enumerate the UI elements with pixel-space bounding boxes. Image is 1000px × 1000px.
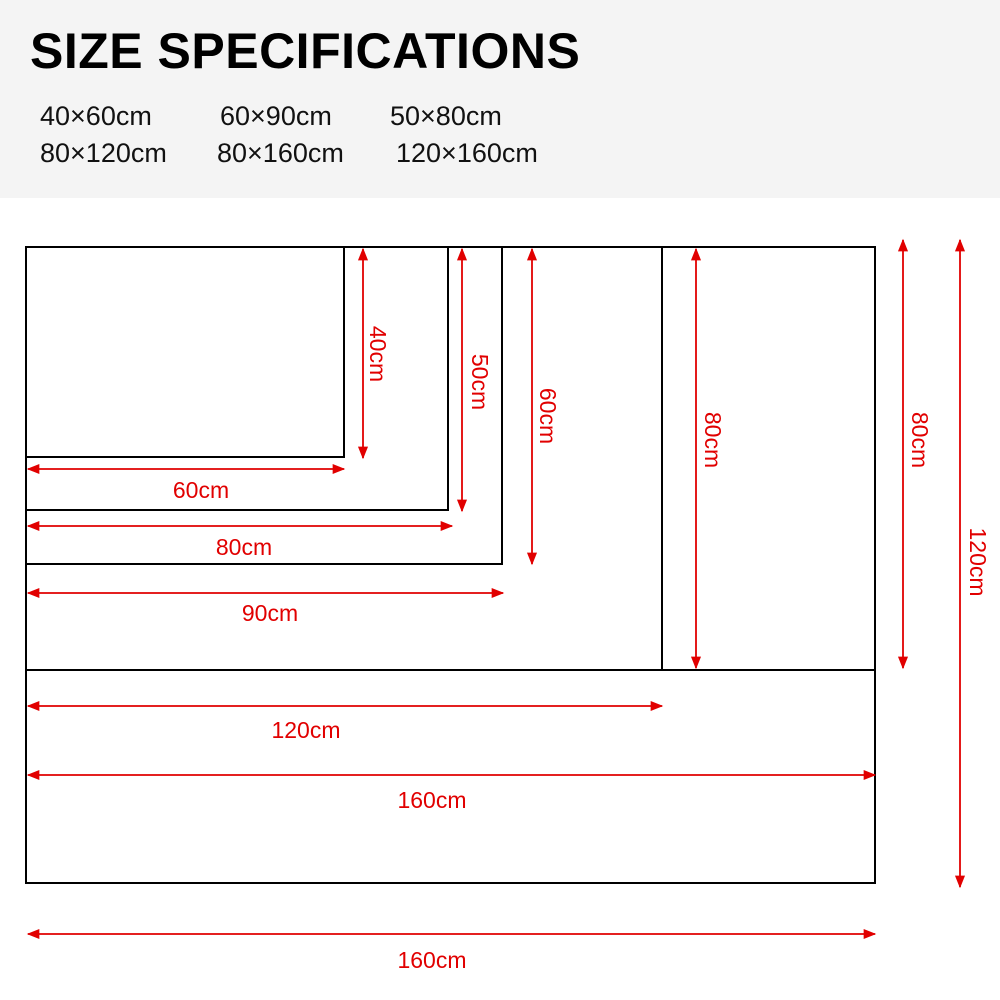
size-option: 60×90cm	[220, 101, 332, 131]
label-height-40: 40cm	[365, 326, 391, 382]
label-width-120: 120cm	[271, 717, 340, 743]
outline-40x60	[25, 246, 345, 458]
outline-60x90	[25, 246, 503, 565]
label-height-60: 60cm	[535, 388, 561, 444]
size-option: 80×120cm	[40, 138, 167, 168]
label-height-120: 120cm	[965, 527, 991, 596]
size-option: 50×80cm	[390, 101, 502, 131]
label-width-160-inner: 160cm	[397, 787, 466, 813]
label-width-160-outer: 160cm	[397, 947, 466, 973]
size-option: 40×60cm	[40, 101, 152, 131]
page-title: SIZE SPECIFICATIONS	[30, 23, 581, 79]
label-height-50: 50cm	[467, 354, 493, 410]
label-width-80: 80cm	[216, 534, 272, 560]
header-band: SIZE SPECIFICATIONS 40×60cm 60×90cm 50×8…	[0, 0, 1000, 198]
label-width-60: 60cm	[173, 477, 229, 503]
size-option: 120×160cm	[396, 138, 538, 168]
label-width-90: 90cm	[242, 600, 298, 626]
size-option: 80×160cm	[217, 138, 344, 168]
label-height-80-inner: 80cm	[700, 412, 726, 468]
label-height-80-outer: 80cm	[907, 412, 933, 468]
